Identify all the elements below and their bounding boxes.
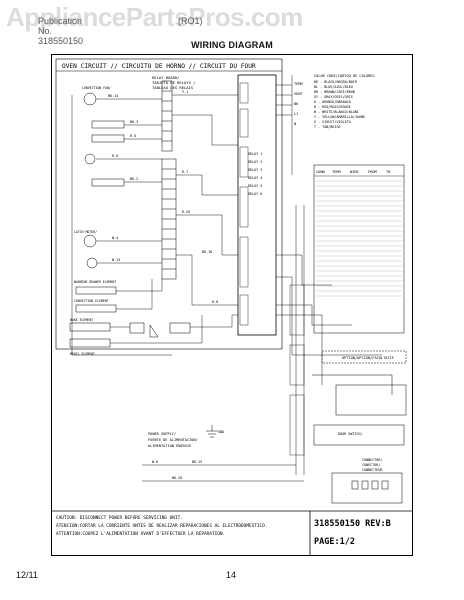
svg-text:TERM: TERM [294, 82, 303, 86]
connector-label: CONNECTOR/ [362, 458, 382, 462]
svg-text:COLOR CODE/CODIGO DE COLORES: COLOR CODE/CODIGO DE COLORES [314, 74, 375, 78]
watermark-logo: AppliancePartsPros.com [6, 2, 303, 32]
svg-text:R-8: R-8 [212, 300, 218, 304]
svg-text:W-13: W-13 [112, 258, 120, 262]
pin-table: CONN TERM WIRE FROM TO [313, 164, 405, 334]
svg-text:TERM: TERM [332, 170, 341, 174]
caution-notice: CAUTION: DISCONNECT POWER BEFORE SERVICI… [56, 515, 267, 537]
relay-board [237, 74, 277, 336]
oven-circuit-box [55, 58, 283, 350]
left-components: CONVECTION FAN/ LATCH MOTOR/ WARMING DRA… [69, 86, 191, 356]
convection-element-label: CONVECTION ELEMENT [74, 299, 109, 303]
svg-text:R-5: R-5 [130, 134, 136, 138]
svg-text:R-20: R-20 [182, 210, 190, 214]
connector-label-fr: CONNECTEUR [362, 468, 383, 472]
latch-motor-label: LATCH MOTOR/ [74, 230, 97, 234]
broil-element-label: BROIL ELEMENT [70, 352, 95, 356]
color-legend: COLOR CODE/CODIGO DE COLORES BK - BLACK/… [314, 74, 375, 129]
svg-text:RELAY 2: RELAY 2 [248, 160, 262, 164]
caution-line-fr: ATTENTION:COUPEZ L'ALIMENTATION AVANT D'… [56, 529, 225, 537]
svg-text:TO: TO [386, 170, 390, 174]
terminal-names: TERM VENT BK L1 N [294, 82, 303, 126]
svg-text:VENT: VENT [294, 92, 303, 96]
relay-board-terminals [239, 82, 249, 326]
svg-text:BK-3: BK-3 [130, 120, 138, 124]
svg-text:ALIMENTATION ÉNERGIE: ALIMENTATION ÉNERGIE [148, 443, 191, 448]
right-components [312, 350, 407, 504]
page-title: WIRING DIAGRAM [191, 40, 273, 50]
svg-text:T - TAN/BEIGE: T - TAN/BEIGE [314, 125, 341, 129]
caution-line-en: CAUTION: DISCONNECT POWER BEFORE SERVICI… [56, 515, 183, 521]
warming-drawer-label: WARMING DRAWER ELEMENT [74, 280, 116, 284]
svg-text:W-6: W-6 [152, 460, 158, 464]
svg-text:BK-20: BK-20 [172, 476, 182, 480]
svg-text:BL - BLUE/AZUL/BLEU: BL - BLUE/AZUL/BLEU [314, 85, 353, 89]
wires-left [71, 94, 238, 356]
svg-text:BR - BROWN/CAFE/BRUN: BR - BROWN/CAFE/BRUN [314, 90, 355, 94]
middle-connectors [289, 284, 305, 456]
wire-labels-left: BK-14 BK-3 R-5 R-6 BK-2 W-4 W-13 Y-1 R-7… [108, 90, 218, 304]
svg-text:FROM: FROM [368, 170, 377, 174]
diagram-page-label: PAGE:1/2 [314, 537, 355, 547]
svg-text:BK-14: BK-14 [108, 94, 118, 98]
svg-text:BK-15: BK-15 [192, 460, 202, 464]
svg-text:BK-2: BK-2 [130, 177, 138, 181]
svg-text:RELAY 4: RELAY 4 [248, 176, 262, 180]
svg-text:RELAY 1: RELAY 1 [248, 152, 262, 156]
svg-text:GY - GRAY/GRIS/GRIS: GY - GRAY/GRIS/GRIS [314, 95, 353, 99]
footer-date: 12/11 [16, 570, 38, 580]
svg-text:R-7: R-7 [182, 170, 188, 174]
oven-circuit-title: OVEN CIRCUIT // CIRCUITO DE HORNO // CIR… [62, 63, 256, 70]
publication-code: (RO1) [178, 16, 203, 26]
svg-text:W-4: W-4 [112, 236, 118, 240]
svg-text:W - WHITE/BLANCO/BLANC: W - WHITE/BLANCO/BLANC [314, 110, 359, 114]
svg-text:R - RED/ROJO/ROUGE: R - RED/ROJO/ROUGE [314, 105, 351, 109]
svg-text:L1: L1 [294, 112, 298, 116]
door-switch-label: DOOR SWITCH/ [338, 432, 363, 436]
svg-text:V - VIOLET/VIOLETA: V - VIOLET/VIOLETA [314, 120, 351, 124]
svg-text:RELAY 6: RELAY 6 [248, 192, 262, 196]
svg-text:WIRE: WIRE [350, 170, 359, 174]
power-supply: POWER SUPPLY/ FUENTE DE ALIMENTACION/ AL… [142, 432, 304, 482]
svg-text:Y - YELLOW/AMARILLO/JAUNE: Y - YELLOW/AMARILLO/JAUNE [314, 115, 365, 119]
connector-label-es: CONECTOR/ [362, 463, 380, 467]
model-number: Publication No. 318550150 [38, 16, 84, 46]
svg-text:POWER SUPPLY/: POWER SUPPLY/ [148, 432, 176, 436]
ground-icon [206, 425, 218, 438]
wiring-diagram-frame: OVEN CIRCUIT // CIRCUITO DE HORNO // CIR… [51, 54, 413, 556]
svg-text:BK - BLACK/NEGRO/NOIR: BK - BLACK/NEGRO/NOIR [314, 80, 358, 84]
svg-text:Y-1: Y-1 [182, 90, 188, 94]
relay-board-label: RELAY BOARD/ [152, 75, 179, 80]
svg-text:R-6: R-6 [112, 154, 118, 158]
option-label: OPTION/OPCION/FACULTATIF [342, 356, 394, 360]
svg-text:N: N [294, 122, 296, 126]
svg-text:CONN: CONN [316, 170, 325, 174]
wiring-diagram: OVEN CIRCUIT // CIRCUITO DE HORNO // CIR… [52, 58, 412, 555]
ground-label: GND [218, 430, 224, 434]
svg-text:BK: BK [294, 102, 299, 106]
convection-fan-label: CONVECTION FAN/ [82, 86, 111, 90]
svg-text:FUENTE DE ALIMENTACION/: FUENTE DE ALIMENTACION/ [148, 438, 198, 442]
bake-element-label: BAKE ELEMENT [70, 318, 93, 322]
svg-text:O - ORANGE/NARANJA: O - ORANGE/NARANJA [314, 100, 351, 104]
page-header: AppliancePartsPros.com Publication No. 3… [0, 0, 464, 56]
relay-board-label-fr: TABLEAU DES RELAIS [152, 85, 194, 90]
footer-page-number: 14 [226, 570, 237, 580]
svg-text:BK-18: BK-18 [202, 250, 212, 254]
svg-text:RELAY 5: RELAY 5 [248, 184, 262, 188]
relay-labels: RELAY 1 RELAY 2 RELAY 3 RELAY 4 RELAY 5 … [248, 152, 262, 196]
terminal-strip [161, 80, 177, 280]
caution-line-es: ATENCION:CORTAR LA CORRIENTE ANTES DE RE… [56, 523, 267, 529]
relay-board-label-es: TARJETA DE RELAYS / [152, 80, 195, 85]
svg-text:RELAY 3: RELAY 3 [248, 168, 262, 172]
document-number: 318550150 REV:B [314, 519, 391, 529]
